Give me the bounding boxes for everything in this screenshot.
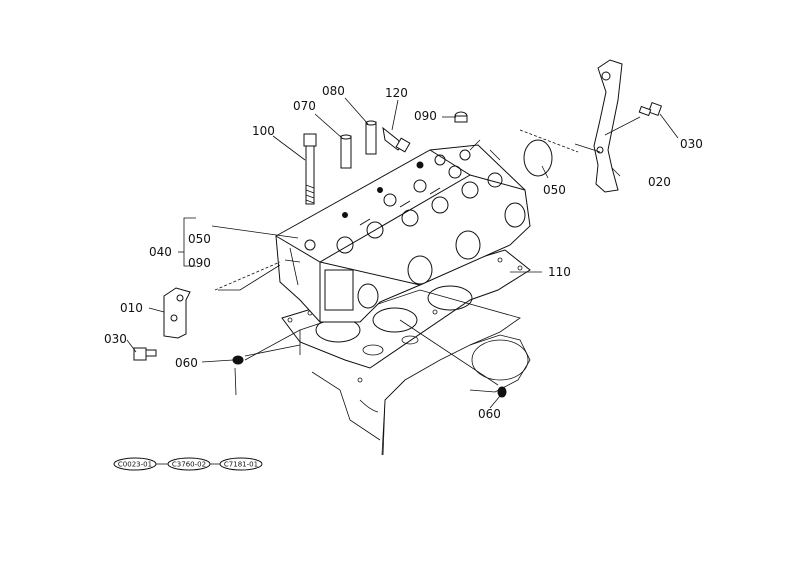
- ref-tag-3: [219, 457, 263, 471]
- reference-codes: C0023-01 C3760-02 C7181-01: [113, 457, 263, 471]
- label-120: 120: [385, 86, 408, 100]
- dowel-pin-060-left: [232, 355, 244, 365]
- label-080: 080: [322, 84, 345, 98]
- label-090-top: 090: [414, 109, 437, 123]
- hanger-bracket-020: [593, 59, 623, 193]
- label-040: 040: [149, 245, 172, 259]
- label-110: 110: [548, 265, 571, 279]
- ref-text-3: C7181-01: [224, 461, 258, 469]
- label-010: 010: [120, 301, 143, 315]
- ref-text-2: C3760-02: [172, 461, 206, 469]
- cylinder-head: [275, 139, 531, 323]
- hanger-bracket-010: [163, 287, 191, 339]
- plug-090: [454, 111, 468, 123]
- ref-text-1: C0023-01: [118, 461, 152, 469]
- head-bolt: [303, 133, 317, 205]
- label-070: 070: [293, 99, 316, 113]
- label-050-bracket: 050: [188, 232, 211, 246]
- plug-cap-050: [523, 139, 553, 177]
- label-020: 020: [648, 175, 671, 189]
- dowel-pin-060-bottom: [497, 386, 507, 398]
- label-030-left: 030: [104, 332, 127, 346]
- valve-guide-080: [365, 120, 377, 155]
- bolt-030-right: [638, 101, 663, 117]
- bolt-030-left: [133, 347, 157, 361]
- valve-guide-070: [340, 134, 352, 169]
- label-050-cap: 050: [543, 183, 566, 197]
- label-100: 100: [252, 124, 275, 138]
- head-gasket: [281, 249, 531, 383]
- label-060-left: 060: [175, 356, 198, 370]
- label-030-right: 030: [680, 137, 703, 151]
- label-060-bottom: 060: [478, 407, 501, 421]
- leader-lines: [126, 97, 679, 409]
- stud-120: [382, 126, 411, 153]
- label-090-bracket: 090: [188, 256, 211, 270]
- engine-block: [244, 289, 531, 456]
